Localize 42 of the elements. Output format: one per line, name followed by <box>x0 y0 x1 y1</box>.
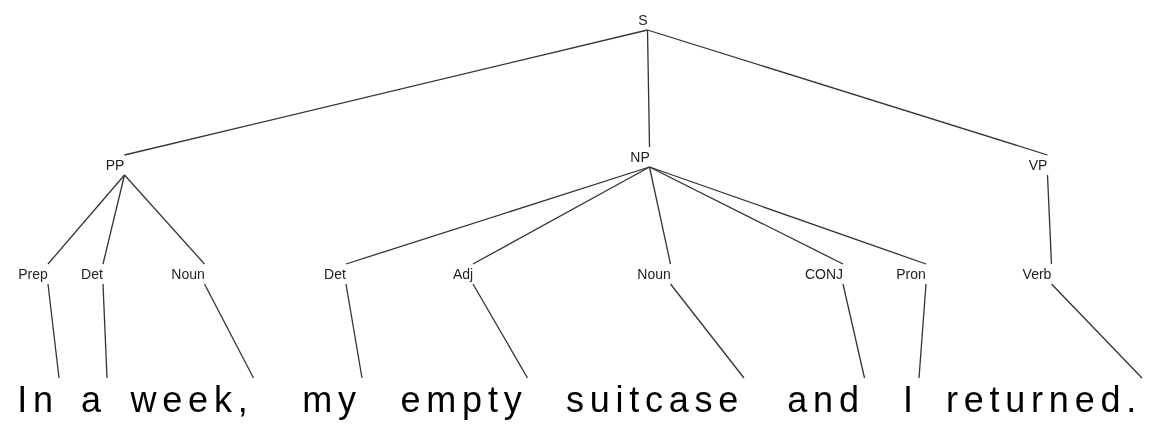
sentence-word: I <box>903 380 919 420</box>
tree-branch-line <box>918 283 927 379</box>
tree-node-label: Noun <box>637 266 671 282</box>
tree-branch-line <box>648 166 844 265</box>
tree-node-label: Noun <box>171 266 205 282</box>
tree-branch-line <box>842 283 866 379</box>
tree-node-label: NP <box>630 149 650 165</box>
tree-branch-line <box>102 174 126 265</box>
sentence-word: and <box>787 380 865 420</box>
tree-branch-line <box>646 29 1049 156</box>
sentence-word: suitcase <box>565 380 745 420</box>
tree-branch-line <box>47 283 60 379</box>
tree-branch-line <box>648 166 672 265</box>
sentence-word: empty <box>400 380 528 420</box>
tree-branch-line <box>47 174 126 265</box>
tree-branch-line <box>123 29 649 156</box>
tree-node-label: VP <box>1028 157 1048 173</box>
tree-branch-line <box>345 283 363 379</box>
tree-branch-line <box>102 283 108 379</box>
tree-branch-line <box>648 166 927 265</box>
tree-node-label: Adj <box>452 266 474 282</box>
tree-branch-line <box>1050 283 1143 379</box>
tree-node-label: Det <box>81 266 103 282</box>
sentence-word: a <box>81 380 107 420</box>
sentence-word: my <box>302 380 362 420</box>
tree-node-label: Pron <box>896 266 926 282</box>
tree-branch-line <box>1046 174 1053 265</box>
tree-node-label: Det <box>324 266 346 282</box>
tree-branch-line <box>203 283 255 379</box>
tree-branch-line <box>472 283 529 379</box>
sentence-word: returned. <box>946 380 1142 420</box>
tree-node-label: CONJ <box>804 266 844 282</box>
sentence-word: week, <box>130 380 254 420</box>
tree-node-label: Verb <box>1022 266 1052 282</box>
tree-branch-line <box>123 174 206 265</box>
tree-node-label: Prep <box>18 266 48 282</box>
tree-branch-line <box>669 283 745 379</box>
tree-node-label: PP <box>105 157 125 173</box>
sentence-word: In <box>17 380 59 420</box>
tree-branch-line <box>472 166 651 265</box>
tree-node-label: S <box>638 12 648 28</box>
tree-branch-line <box>646 29 651 148</box>
